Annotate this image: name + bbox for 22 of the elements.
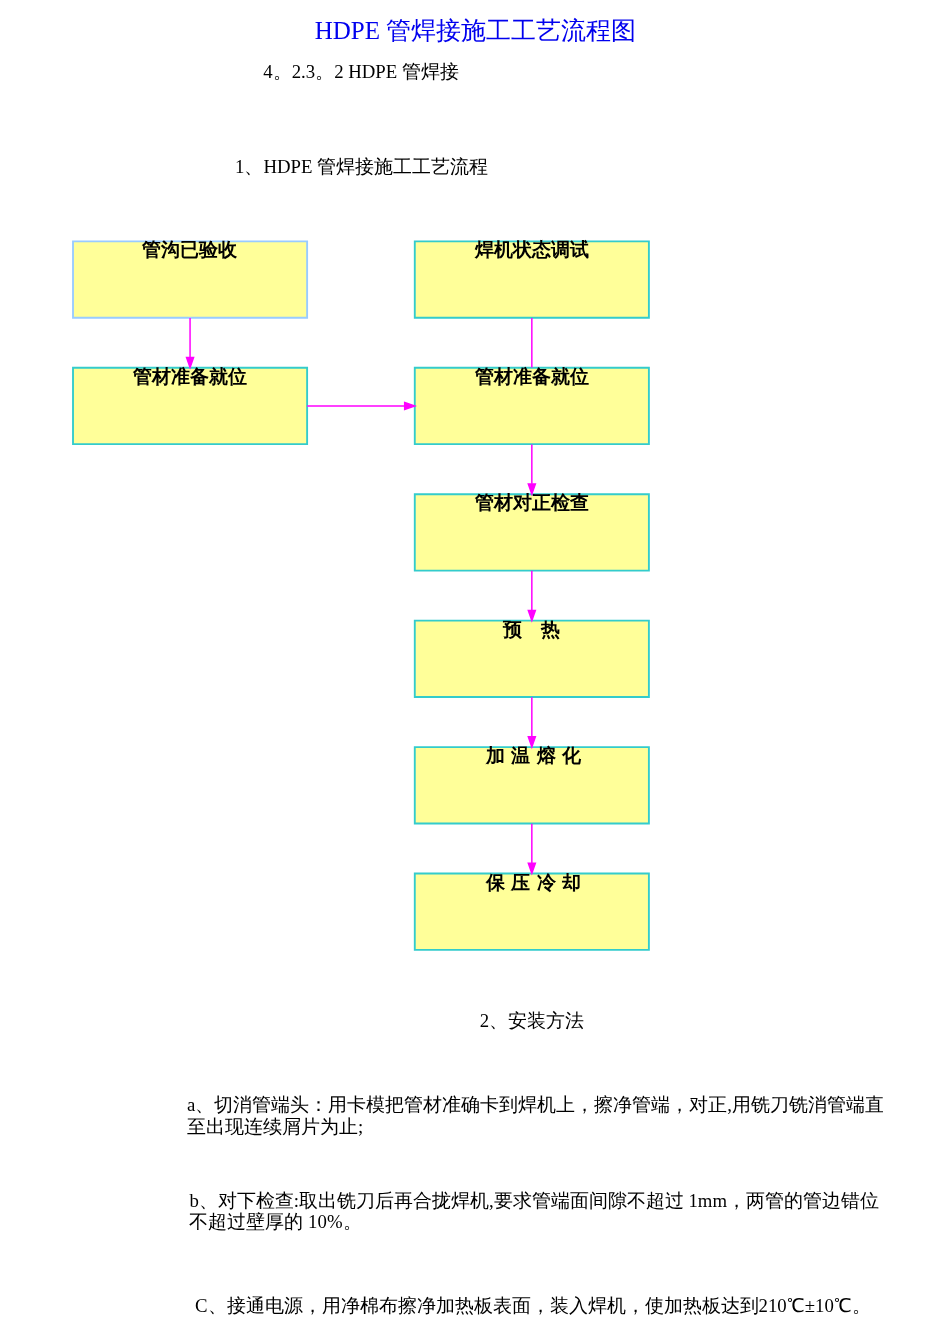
arrow: [185, 317, 195, 370]
node-box: 管材对正检查: [413, 493, 650, 572]
node-box: 预 热: [413, 619, 650, 698]
node-box: 管沟已验收: [71, 240, 308, 319]
label: b、对下检查:取出铣刀后再合拢焊机,要求管端面间隙不超过 1mm，两管的管边错位不超过壁厚的 10%。: [188, 1189, 879, 1232]
arrow: [526, 570, 536, 623]
diagram-title: HDPE 管焊接施工工艺流程图: [314, 16, 636, 44]
label: C、接通电源，用净棉布擦净加热板表面，装入焊机，使加热板达到210℃±10℃。: [194, 1295, 871, 1317]
label: 4。2.3。2 HDPE 管焊接: [262, 60, 459, 82]
node-box: 保 压 冷 却: [413, 872, 650, 951]
node-box: 管材准备就位: [413, 366, 650, 446]
arrow: [305, 401, 417, 411]
connector: [530, 317, 533, 369]
label: a、切消管端头：用卡模把管材准确卡到焊机上，擦净管端，对正,用铣刀铣消管端直至出现连续屑片为止;: [186, 1094, 884, 1137]
arrow: [526, 696, 536, 750]
label: 1、HDPE 管焊接施工工艺流程: [234, 156, 488, 178]
arrow: [526, 443, 536, 497]
node-box: 管材准备就位: [71, 366, 308, 446]
label: 2、安装方法: [479, 1009, 584, 1031]
arrow: [526, 823, 536, 876]
node-box: 焊机状态调试: [413, 240, 650, 319]
node-box: 加 温 熔 化: [413, 746, 650, 825]
